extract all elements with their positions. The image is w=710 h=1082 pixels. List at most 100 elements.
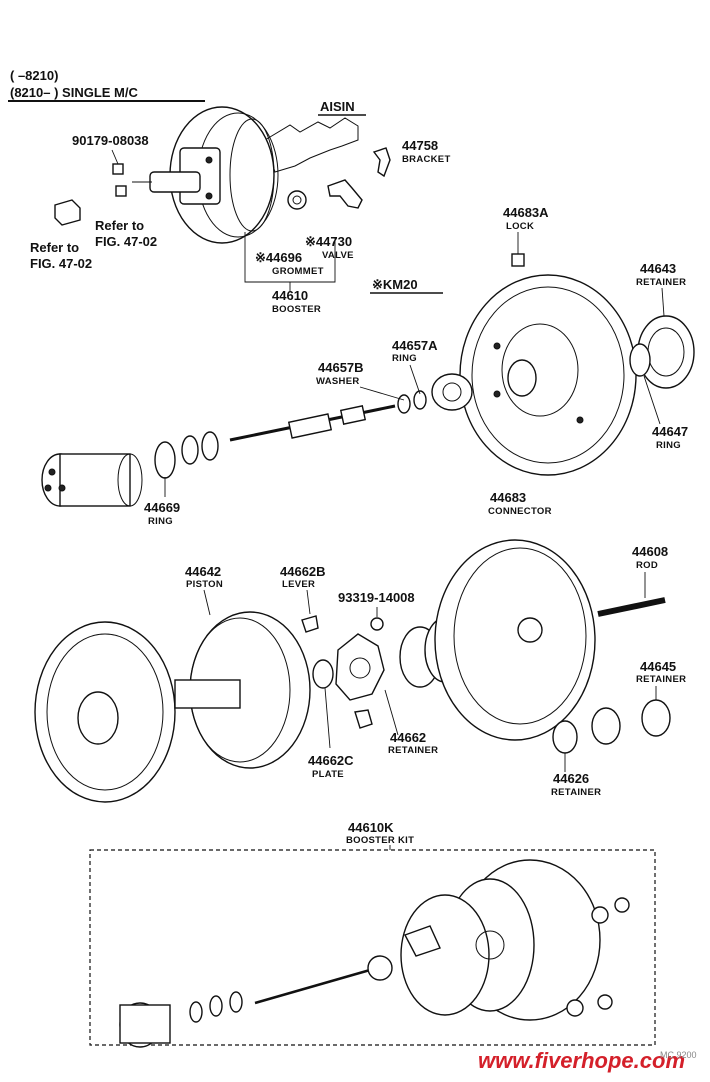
booster-kit-box <box>89 845 656 1048</box>
part-name-44669: RING <box>148 516 173 527</box>
front-shell-port <box>517 617 543 643</box>
retainer-44626-shape <box>552 720 578 754</box>
part-number-44662: 44662 <box>390 730 426 745</box>
km20-label: ※KM20 <box>372 277 418 292</box>
rod-plunger <box>287 413 333 439</box>
valve-44730-shape <box>327 179 363 209</box>
part-number-44730: ※44730 <box>305 234 352 249</box>
part-number-44683A: 44683A <box>503 205 549 220</box>
valve-body-rim <box>117 453 143 507</box>
leader-44657B <box>359 386 405 401</box>
part-number-44642: 44642 <box>185 564 221 579</box>
part-name-44642: PISTON <box>186 579 223 590</box>
rod-44608-shape <box>597 597 666 617</box>
leader-44642 <box>203 589 211 616</box>
part-name-44683: CONNECTOR <box>488 506 552 517</box>
booster-assembly-drawing <box>54 106 391 292</box>
connector-inner-ring <box>471 286 625 464</box>
stud-b <box>205 192 213 200</box>
connector-hub <box>501 323 579 417</box>
header-line2: (8210– ) SINGLE M/C <box>10 85 138 100</box>
part-name-44730: VALVE <box>322 250 354 261</box>
mounting-bracket-plate-shape <box>264 117 359 173</box>
connector-outer <box>459 274 637 476</box>
booster-seam <box>229 118 275 232</box>
clip-refer-part <box>54 199 81 226</box>
seal-rear-shape <box>591 707 621 745</box>
kit-seal <box>367 955 393 981</box>
part-number-44626: 44626 <box>553 771 589 786</box>
lock-44683A-shape <box>511 253 525 267</box>
valve-hole-c <box>44 484 52 492</box>
piston-row-drawing <box>34 539 671 803</box>
corner-code: MC 9200 <box>660 1050 697 1060</box>
nut-90179-a <box>112 163 124 175</box>
front-shell-inner <box>453 547 587 725</box>
leader-44662B <box>306 589 311 615</box>
part-name-44626: RETAINER <box>551 787 601 798</box>
part-number-44758: 44758 <box>402 138 438 153</box>
nut-90179-b <box>115 185 127 197</box>
connector-boss <box>507 359 537 397</box>
part-number-44647: 44647 <box>652 424 688 439</box>
refer-b-line1: Refer to <box>95 218 144 233</box>
watermark-text: www.fiverhope.com <box>478 1048 685 1073</box>
part-number-44608: 44608 <box>632 544 668 559</box>
rear-shell-inner <box>46 633 164 791</box>
part-name-44758: BRACKET <box>402 154 451 165</box>
valve-hole-b <box>58 484 66 492</box>
ring-44647-shape <box>629 343 651 377</box>
washer-44657B-shape <box>397 394 411 414</box>
block-shape <box>354 709 373 729</box>
valve-hole-a <box>48 468 56 476</box>
header-block: ( –8210) (8210– ) SINGLE M/C AISIN ※KM20 <box>8 68 443 294</box>
part-name-44610K: BOOSTER KIT <box>346 835 414 846</box>
mc-pushrod-housing <box>149 171 201 193</box>
kit-shell <box>400 894 490 1016</box>
bracket-44758-shape <box>372 147 391 178</box>
seal-shape <box>431 373 473 411</box>
kit-ring-b <box>209 995 223 1017</box>
disc-b <box>201 431 219 461</box>
connector-stud-b <box>493 390 501 398</box>
part-name-44657A: RING <box>392 353 417 364</box>
header-line1: ( –8210) <box>10 68 58 83</box>
part-number-44696: ※44696 <box>255 250 302 265</box>
callout-labels: 90179-08038 Refer to FIG. 47-02 Refer to… <box>30 133 688 846</box>
snap-ring-93319-shape <box>370 617 384 631</box>
part-number-44657A: 44657A <box>392 338 438 353</box>
part-number-44662B: 44662B <box>280 564 326 579</box>
leader-44643 <box>661 287 665 317</box>
part-name-44662: RETAINER <box>388 745 438 756</box>
kit-nut-c <box>566 999 584 1017</box>
leader-44657A <box>409 364 421 395</box>
part-name-44645: RETAINER <box>636 674 686 685</box>
part-number-44645: 44645 <box>640 659 676 674</box>
piston-hub-tube <box>174 679 241 709</box>
rod-collar <box>339 405 367 425</box>
leader-44662C <box>324 687 331 749</box>
grommet-hole <box>292 195 302 205</box>
front-shell <box>434 539 596 741</box>
part-name-44643: RETAINER <box>636 277 686 288</box>
kit-ring-c <box>229 991 243 1013</box>
seal-bore <box>442 382 462 402</box>
part-number-44662C: 44662C <box>308 753 354 768</box>
connector-stud-c <box>576 416 584 424</box>
part-number-44669: 44669 <box>144 500 180 515</box>
part-number-93319: 93319-14008 <box>338 590 415 605</box>
kit-nut-a <box>591 906 609 924</box>
retainer-44645-shape <box>641 699 671 737</box>
retainer-44662-hole <box>349 657 371 679</box>
refer-b-line2: FIG. 47-02 <box>95 234 157 249</box>
part-number-44610: 44610 <box>272 288 308 303</box>
kit-valve-cyl <box>119 1004 171 1044</box>
kit-retainer <box>404 925 441 957</box>
part-name-44683A: LOCK <box>506 221 534 232</box>
part-number-44610K: 44610K <box>348 820 394 835</box>
connector-stud-a <box>493 342 501 350</box>
part-name-44647: RING <box>656 440 681 451</box>
valve-body-cyl <box>59 453 131 507</box>
kit-nut-d <box>597 994 613 1010</box>
